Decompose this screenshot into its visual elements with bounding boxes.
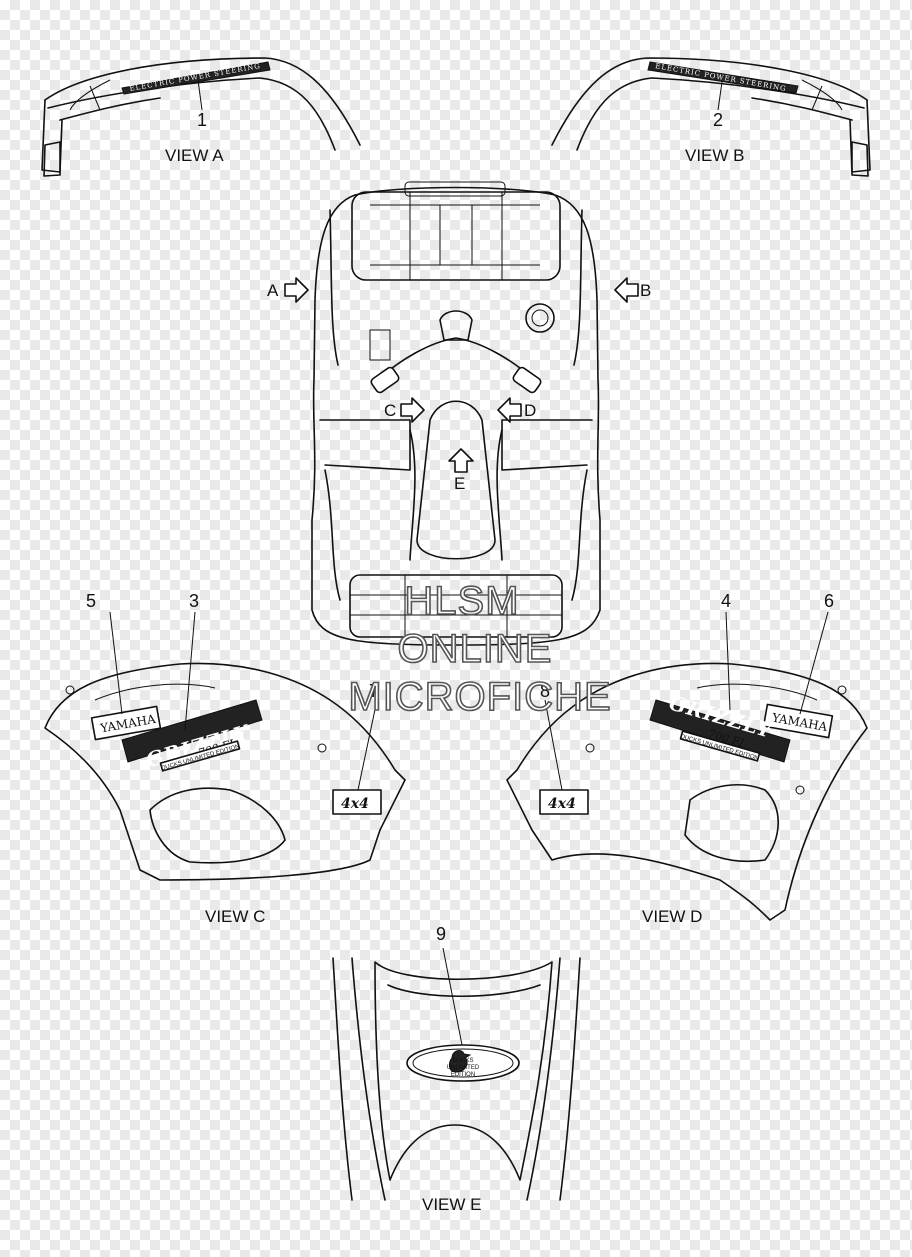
watermark-line3: MICROFICHE — [348, 675, 611, 719]
view-c-label: VIEW C — [205, 907, 265, 926]
watermark-line1: HLSM — [404, 579, 519, 623]
arrow-right-icon — [284, 277, 309, 303]
ducks-line1: DUCKS — [452, 1058, 473, 1064]
fender-decal-right: ELECTRIC POWER STEERING — [647, 61, 799, 94]
callout-6: 6 — [824, 591, 834, 611]
duck-head-icon — [448, 1050, 472, 1073]
four-by-four-decal-left: 4x4 — [332, 789, 382, 815]
arrow-left-icon — [497, 397, 522, 423]
view-arrow-a-label: A — [267, 281, 279, 300]
callout-leader-2 — [717, 81, 723, 111]
watermark-line2: ONLINE — [398, 627, 553, 671]
callout-leader-4 — [725, 611, 731, 711]
callout-leader-1 — [197, 79, 203, 111]
callout-leader-7 — [357, 699, 378, 791]
callout-5: 5 — [86, 591, 96, 611]
four-by-four-left-text: 4x4 — [341, 796, 369, 812]
yamaha-decal-left: YAMAHA — [90, 705, 162, 741]
callout-2: 2 — [713, 110, 723, 130]
callout-leader-3 — [184, 611, 196, 731]
callout-3: 3 — [189, 591, 199, 611]
callout-leader-6 — [799, 611, 829, 715]
callout-4: 4 — [721, 591, 731, 611]
ducks-unlimited-decal: DUCKS UNLIMITED EDITION — [406, 1044, 520, 1082]
arrow-right-icon — [400, 397, 425, 423]
yamaha-decal-right: YAMAHA — [762, 703, 834, 739]
view-e-label: VIEW E — [422, 1195, 482, 1214]
watermark: HLSM ONLINE MICROFICHE — [348, 578, 612, 720]
view-arrow-a: A — [267, 277, 309, 303]
arrow-left-icon — [614, 277, 639, 303]
view-arrow-b: B — [614, 277, 651, 303]
view-arrow-c-label: C — [384, 401, 396, 420]
view-arrow-c: C — [384, 397, 425, 423]
callout-7: 7 — [369, 681, 379, 701]
view-d-label: VIEW D — [642, 907, 702, 926]
view-d-panel: YAMAHA GRIZZLY 700 FI DUCKS UNLIMITED ED… — [506, 611, 868, 921]
callout-leader-8 — [544, 699, 563, 791]
view-arrow-d-label: D — [524, 401, 536, 420]
atv-top-view — [311, 181, 601, 646]
view-arrow-d: D — [497, 397, 536, 423]
four-by-four-decal-right: 4x4 — [539, 789, 589, 815]
callout-1: 1 — [197, 110, 207, 130]
callout-8: 8 — [540, 681, 550, 701]
view-arrow-b-label: B — [640, 281, 651, 300]
arrow-up-icon — [448, 448, 474, 473]
ducks-line2: UNLIMITED — [447, 1065, 480, 1071]
view-c-panel: YAMAHA GRIZZLY 700 FI DUCKS UNLIMITED ED… — [44, 611, 406, 881]
view-a-label: VIEW A — [165, 146, 224, 165]
ducks-line3: EDITION — [451, 1072, 475, 1078]
view-arrow-e-label: E — [454, 474, 465, 493]
callout-9: 9 — [436, 924, 446, 944]
view-arrow-e: E — [448, 448, 474, 493]
view-e-fender: DUCKS UNLIMITED EDITION — [332, 947, 581, 1201]
callout-leader-9 — [442, 947, 463, 1046]
four-by-four-right-text: 4x4 — [548, 796, 576, 812]
view-b-label: VIEW B — [685, 146, 745, 165]
callout-leader-5 — [109, 611, 123, 715]
grizzly-decal-right: GRIZZLY 700 FI DUCKS UNLIMITED EDITION — [649, 691, 791, 763]
